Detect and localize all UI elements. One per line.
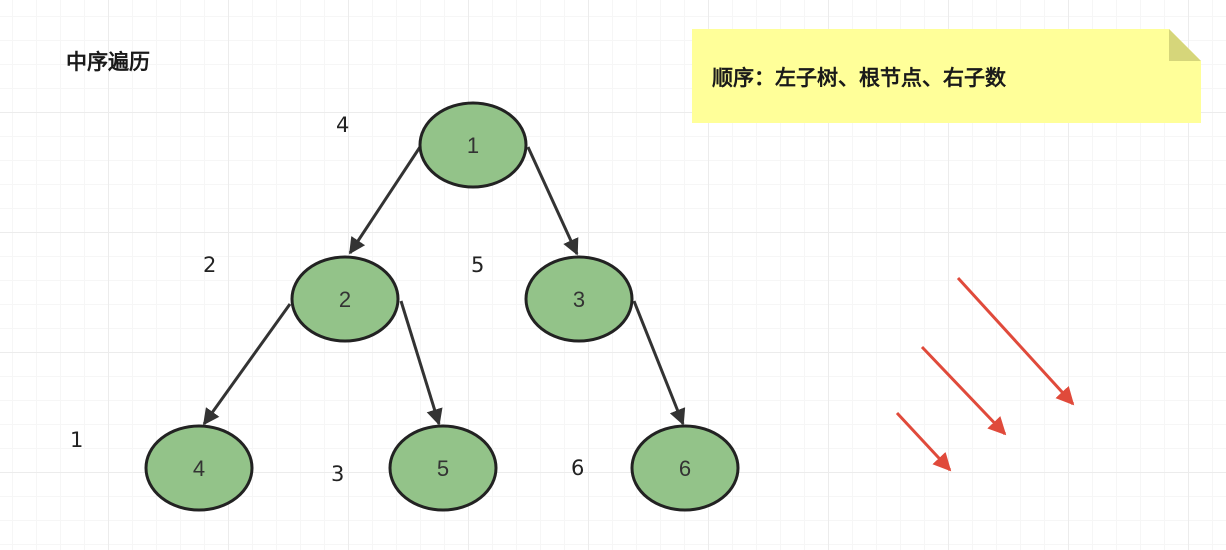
order-label-node-3: 5 — [471, 253, 485, 277]
edge-2-4 — [202, 303, 292, 426]
order-label-node-4: 1 — [70, 428, 84, 452]
order-label-node-6: 6 — [571, 456, 585, 480]
node-label-4: 4 — [193, 456, 205, 481]
node-label-6: 6 — [679, 456, 691, 481]
edge-1-2 — [348, 146, 422, 255]
tree-node-2: 2 — [290, 255, 400, 343]
tree-node-3: 3 — [524, 255, 634, 343]
node-label-3: 3 — [573, 287, 585, 312]
diagram-title: 中序遍历 — [66, 50, 150, 74]
order-label-node-1: 4 — [336, 113, 350, 137]
tree-node-6: 6 — [630, 424, 740, 512]
red-arrow-short — [895, 411, 952, 472]
red-arrow-medium — [920, 345, 1007, 436]
node-label-5: 5 — [437, 456, 449, 481]
sticky-note-text: 顺序：左子树、根节点、右子数 — [712, 66, 1006, 90]
tree-node-4: 4 — [144, 424, 254, 512]
edge-3-6 — [632, 300, 686, 426]
sticky-note — [692, 29, 1201, 123]
node-label-1: 1 — [467, 133, 479, 158]
order-label-node-2: 2 — [203, 253, 217, 277]
order-label-node-5: 3 — [331, 462, 345, 486]
edge-2-5 — [399, 300, 443, 426]
red-arrow-long — [956, 276, 1075, 406]
edge-1-3 — [526, 146, 579, 256]
node-label-2: 2 — [339, 287, 351, 312]
tree-node-1: 1 — [418, 101, 528, 189]
tree-node-5: 5 — [388, 424, 498, 512]
